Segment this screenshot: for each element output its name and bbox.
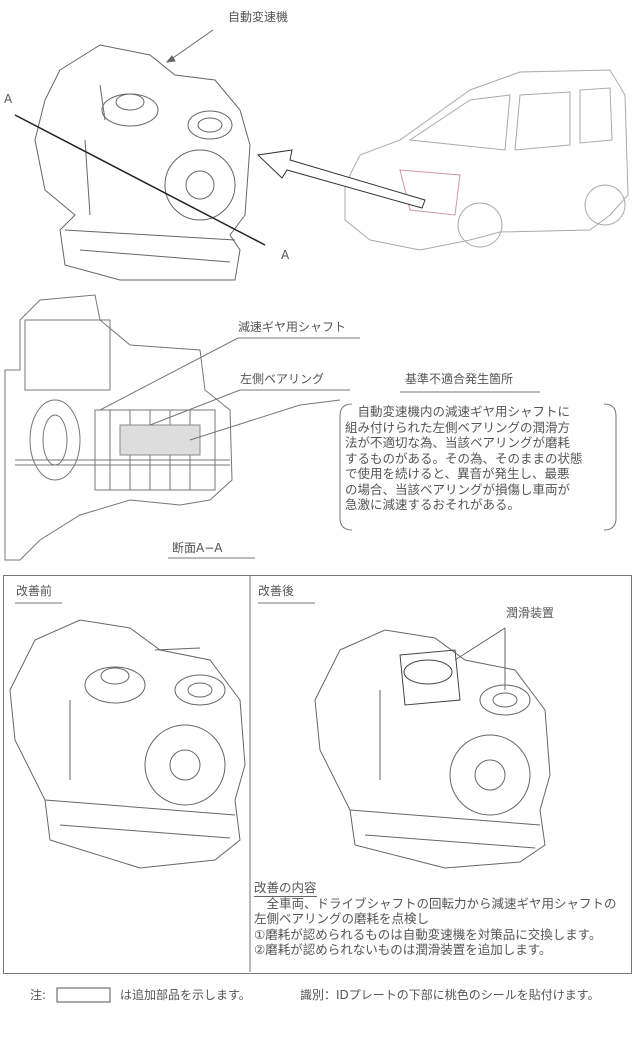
left-bearing-label: 左側ベアリング: [240, 372, 325, 386]
section-a-bottom-label: A: [281, 248, 290, 262]
description-line: するものがある。その為、そのままの状態: [345, 450, 583, 466]
transmission-drawing-before: [9, 619, 246, 869]
improvement-line: 全車両、ドライブシャフトの回転力から減速ギヤ用シャフトの: [254, 895, 617, 911]
leader-lines: [99, 337, 540, 559]
cross-section-drawing: [4, 294, 233, 561]
before-label: 改善前: [16, 584, 53, 598]
identification-note: 識別：IDプレートの下部に桃色のシールを貼付けます。: [300, 988, 600, 1002]
added-part-legend-box: [56, 987, 111, 1003]
defect-location-label: 基準不適合発生箇所: [405, 372, 514, 386]
improvement-content: 改善の内容 全車両、ドライブシャフトの回転力から減速ギヤ用シャフトの 左側ベアリ…: [254, 880, 617, 958]
improvement-line: ①磨耗が認められるものは自動変速機を対策品に交換します。: [254, 926, 602, 942]
location-arrow: [256, 149, 426, 209]
improvement-line: ②磨耗が認められないものは潤滑装置を追加します。: [254, 942, 552, 957]
section-line-a: [14, 114, 266, 246]
description-line: の場合、当該ベアリングが損傷し車両が: [345, 481, 571, 497]
defect-description: 自動変速機内の減速ギヤ用シャフトに 組み付けられた左側ベアリングの潤滑方 法が不…: [345, 404, 613, 513]
improvement-title: 改善の内容: [254, 880, 317, 897]
after-label: 改善後: [258, 584, 295, 598]
transmission-drawing-after: [314, 627, 551, 869]
comparison-panel: [3, 575, 632, 974]
reduction-gear-shaft-label: 減速ギヤ用シャフト: [238, 320, 347, 334]
description-line: 自動変速機内の減速ギヤ用シャフトに: [345, 404, 571, 419]
lubrication-device-label: 潤滑装置: [506, 606, 555, 620]
section-a-top-label: A: [4, 92, 13, 106]
description-line: 組み付けられた左側ベアリングの潤滑方: [345, 419, 571, 435]
section-caption: 断面A−A: [172, 541, 223, 555]
callout-bracket: [339, 403, 617, 531]
description-line: で使用を続けると、異音が発生し、最悪: [345, 466, 570, 481]
note-prefix: 注:: [30, 988, 47, 1002]
transmission-drawing-top: [34, 29, 251, 281]
vehicle-outline: [344, 69, 629, 251]
improvement-line: 左側ベアリングの磨耗を点検し: [254, 911, 430, 926]
description-line: 法が不適切な為、当該ベアリングが磨耗: [345, 435, 571, 450]
description-line: 急激に減速するおそれがある。: [345, 497, 521, 512]
note-text: は追加部品を示します。: [120, 988, 251, 1002]
transmission-label: 自動変速機: [228, 10, 289, 24]
